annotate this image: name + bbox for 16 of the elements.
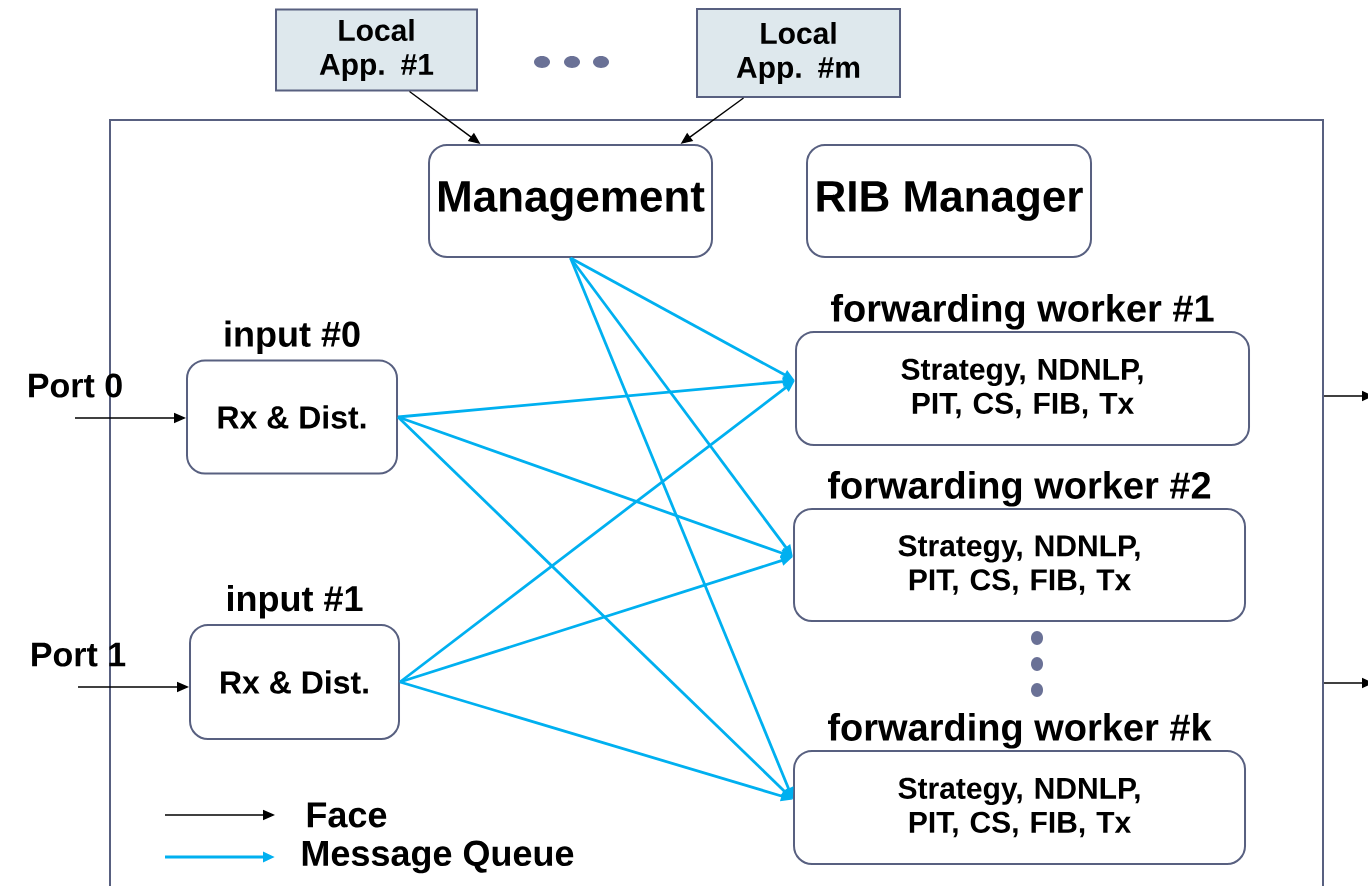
module-box: RIB Manager bbox=[806, 144, 1092, 258]
legend-text: Message Queue bbox=[302, 840, 574, 874]
receiver-box: Rx & Dist. bbox=[189, 624, 400, 740]
worker-box: Strategy, NDNLP, PIT, CS, FIB, Tx bbox=[793, 508, 1246, 622]
box-heading: forwarding worker #2 bbox=[828, 471, 1211, 507]
legend-text: Face bbox=[307, 802, 387, 828]
box-heading: forwarding worker #k bbox=[828, 713, 1212, 749]
box-heading: input #0 bbox=[225, 320, 360, 355]
application-box: Local App. #m bbox=[696, 8, 901, 98]
module-box: Management bbox=[428, 144, 713, 258]
worker-box: Strategy, NDNLP, PIT, CS, FIB, Tx bbox=[795, 331, 1250, 446]
box-heading: forwarding worker #1 bbox=[831, 294, 1214, 330]
worker-box: Strategy, NDNLP, PIT, CS, FIB, Tx bbox=[793, 750, 1246, 865]
application-box: Local App. #1 bbox=[275, 8, 478, 92]
box-heading: input #1 bbox=[228, 585, 363, 619]
receiver-box: Rx & Dist. bbox=[186, 359, 398, 475]
